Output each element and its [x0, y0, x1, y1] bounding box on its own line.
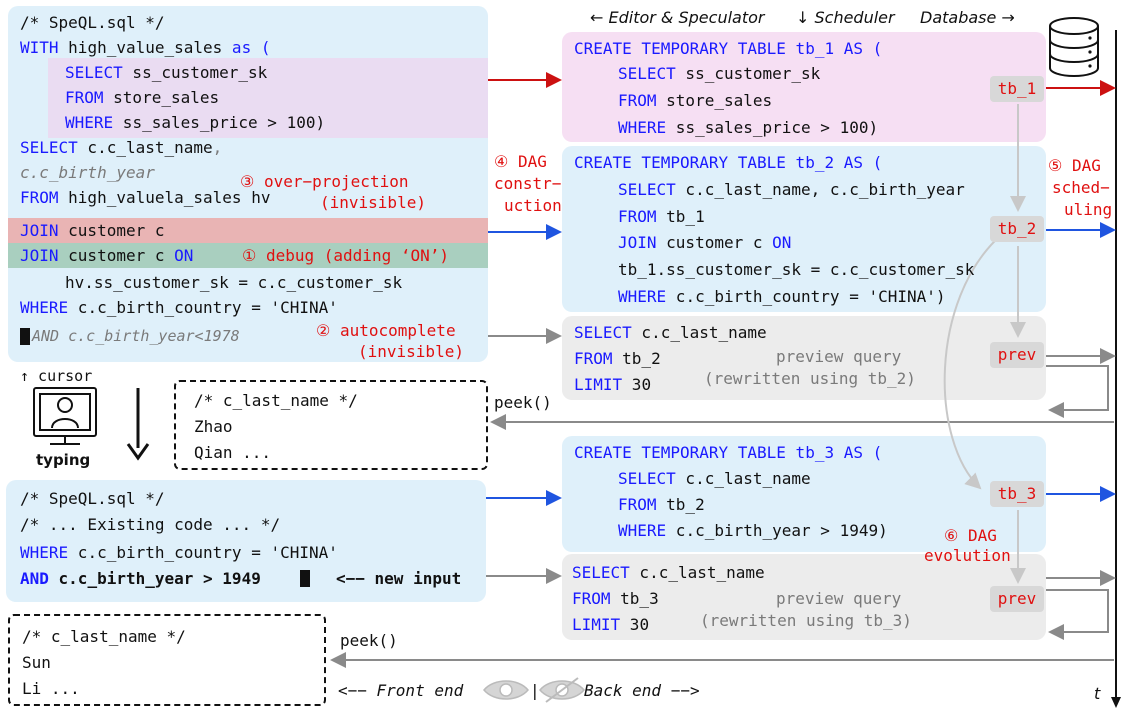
editor-line-1: /* SpeQL.sql */	[20, 13, 165, 32]
editor-line-13: AND c.c_birth_year<1978	[32, 327, 240, 345]
peek2-box	[8, 614, 326, 706]
editor-line-4: FROM store_sales	[65, 88, 220, 107]
peek2-label: peek()	[340, 631, 398, 650]
typing-label: typing	[36, 451, 91, 469]
dag-scheduling-1: ⑤ DAG	[1048, 156, 1101, 175]
text-cursor-2	[300, 570, 310, 587]
editor-line-5: WHERE ss_sales_price > 100)	[65, 113, 326, 132]
editor-line-8: FROM high_valuela_sales hv	[20, 188, 271, 207]
prev2-line-3: LIMIT 30	[572, 615, 650, 634]
tb2-line-3: FROM tb_1	[618, 207, 705, 226]
header-scheduler-label: ↓ Scheduler	[796, 8, 895, 27]
cte-highlight	[48, 58, 488, 138]
tb3-line-3: FROM tb_2	[618, 495, 705, 514]
peek1-line-1: /* c_last_name */	[194, 391, 358, 410]
tb1-line-1: CREATE TEMPORARY TABLE tb_1 AS (	[574, 39, 883, 58]
dag-construction-1: ④ DAG	[494, 152, 547, 171]
tb1-line-3: FROM store_sales	[618, 91, 773, 110]
dag-construction-3: uction	[504, 196, 562, 215]
peek1-box	[174, 380, 488, 470]
prev2-tag: prev	[990, 586, 1044, 612]
footer-separator: |	[530, 681, 540, 700]
tb2-line-5: tb_1.ss_customer_sk = c.c_customer_sk	[618, 260, 975, 279]
dag-scheduling-3: uling	[1064, 200, 1113, 219]
editor2-line-2: /* ... Existing code ... */	[20, 515, 281, 534]
join-fix-highlight	[8, 243, 488, 268]
tb2-line-2: SELECT c.c_last_name, c.c_birth_year	[618, 180, 965, 199]
header-database-label: Database →	[920, 8, 1015, 27]
editor-line-3: SELECT ss_customer_sk	[65, 63, 268, 82]
peek2-line-3: Li ...	[22, 679, 80, 698]
tb1-line-4: WHERE ss_sales_price > 100)	[618, 118, 879, 137]
peek2-line-1: /* c_last_name */	[22, 627, 186, 646]
dag-scheduling-2: sched−	[1052, 178, 1110, 197]
autocomplete-note: ② autocomplete	[316, 321, 456, 340]
prev1-tag: prev	[990, 342, 1044, 368]
editor-line-9: JOIN customer c	[20, 221, 165, 240]
editor-line-7: c.c_birth_year	[20, 163, 155, 182]
editor2-panel	[6, 480, 486, 602]
new-input-label: <−− new input	[336, 569, 462, 588]
prev2-note-2: (rewritten using tb_3)	[700, 611, 912, 630]
tb2-line-6: WHERE c.c_birth_country = 'CHINA')	[618, 287, 946, 306]
editor-line-11: hv.ss_customer_sk = c.c_customer_sk	[65, 273, 403, 292]
editor-line-6: SELECT c.c_last_name,	[20, 138, 223, 157]
tb2-line-1: CREATE TEMPORARY TABLE tb_2 AS (	[574, 153, 883, 172]
header-editor-label: ← Editor & Speculator	[590, 8, 765, 27]
tb1-line-2: SELECT ss_customer_sk	[618, 64, 821, 83]
prev2-note-1: preview query	[776, 589, 902, 608]
front-end-label: <−− Front end	[338, 681, 464, 700]
dag-evolution-1: ⑥ DAG	[944, 526, 997, 545]
autocomplete-sub: (invisible)	[358, 342, 464, 361]
time-axis-label: t	[1094, 684, 1101, 703]
prev2-line-1: SELECT c.c_last_name	[572, 563, 765, 582]
prev1-line-2: FROM tb_2	[574, 349, 661, 368]
text-cursor	[20, 328, 30, 345]
editor-line-12: WHERE c.c_birth_country = 'CHINA'	[20, 298, 338, 317]
peek1-label: peek()	[494, 393, 552, 412]
cursor-label: ↑ cursor	[20, 367, 93, 385]
tb3-panel	[562, 436, 1046, 552]
prev1-note-1: preview query	[776, 347, 902, 366]
peek2-line-2: Sun	[22, 653, 51, 672]
tb3-line-4: WHERE c.c_birth_year > 1949)	[618, 521, 888, 540]
tb1-panel	[562, 32, 1046, 142]
over-projection-sub: (invisible)	[320, 193, 426, 212]
tb2-tag: tb_2	[990, 216, 1044, 242]
prev1-note-2: (rewritten using tb_2)	[704, 369, 916, 388]
join-error-highlight	[8, 218, 488, 243]
tb3-line-2: SELECT c.c_last_name	[618, 469, 811, 488]
editor2-line-4: AND c.c_birth_year > 1949	[20, 569, 261, 588]
prev2-line-2: FROM tb_3	[572, 589, 659, 608]
editor2-line-3: WHERE c.c_birth_country = 'CHINA'	[20, 543, 338, 562]
debug-note: ① debug (adding ‘ON’)	[242, 246, 449, 265]
prev1-line-3: LIMIT 30	[574, 375, 652, 394]
editor-line-2: WITH high_value_sales as (	[20, 38, 271, 57]
editor2-line-1: /* SpeQL.sql */	[20, 489, 165, 508]
tb3-tag: tb_3	[990, 481, 1044, 507]
prev1-panel	[562, 316, 1046, 400]
peek1-line-2: Zhao	[194, 417, 233, 436]
prev1-line-1: SELECT c.c_last_name	[574, 323, 767, 342]
tb3-line-1: CREATE TEMPORARY TABLE tb_3 AS (	[574, 443, 883, 462]
tb2-line-4: JOIN customer c ON	[618, 233, 792, 252]
tb1-tag: tb_1	[990, 76, 1044, 102]
prev2-panel	[562, 554, 1046, 640]
over-projection-note: ③ over−projection	[240, 172, 409, 191]
editor-line-10: JOIN customer c ON	[20, 246, 194, 265]
peek1-line-3: Qian ...	[194, 443, 272, 462]
back-end-label: Back end −−>	[584, 681, 700, 700]
dag-evolution-2: evolution	[924, 546, 1011, 565]
dag-construction-2: constr−	[494, 174, 562, 193]
